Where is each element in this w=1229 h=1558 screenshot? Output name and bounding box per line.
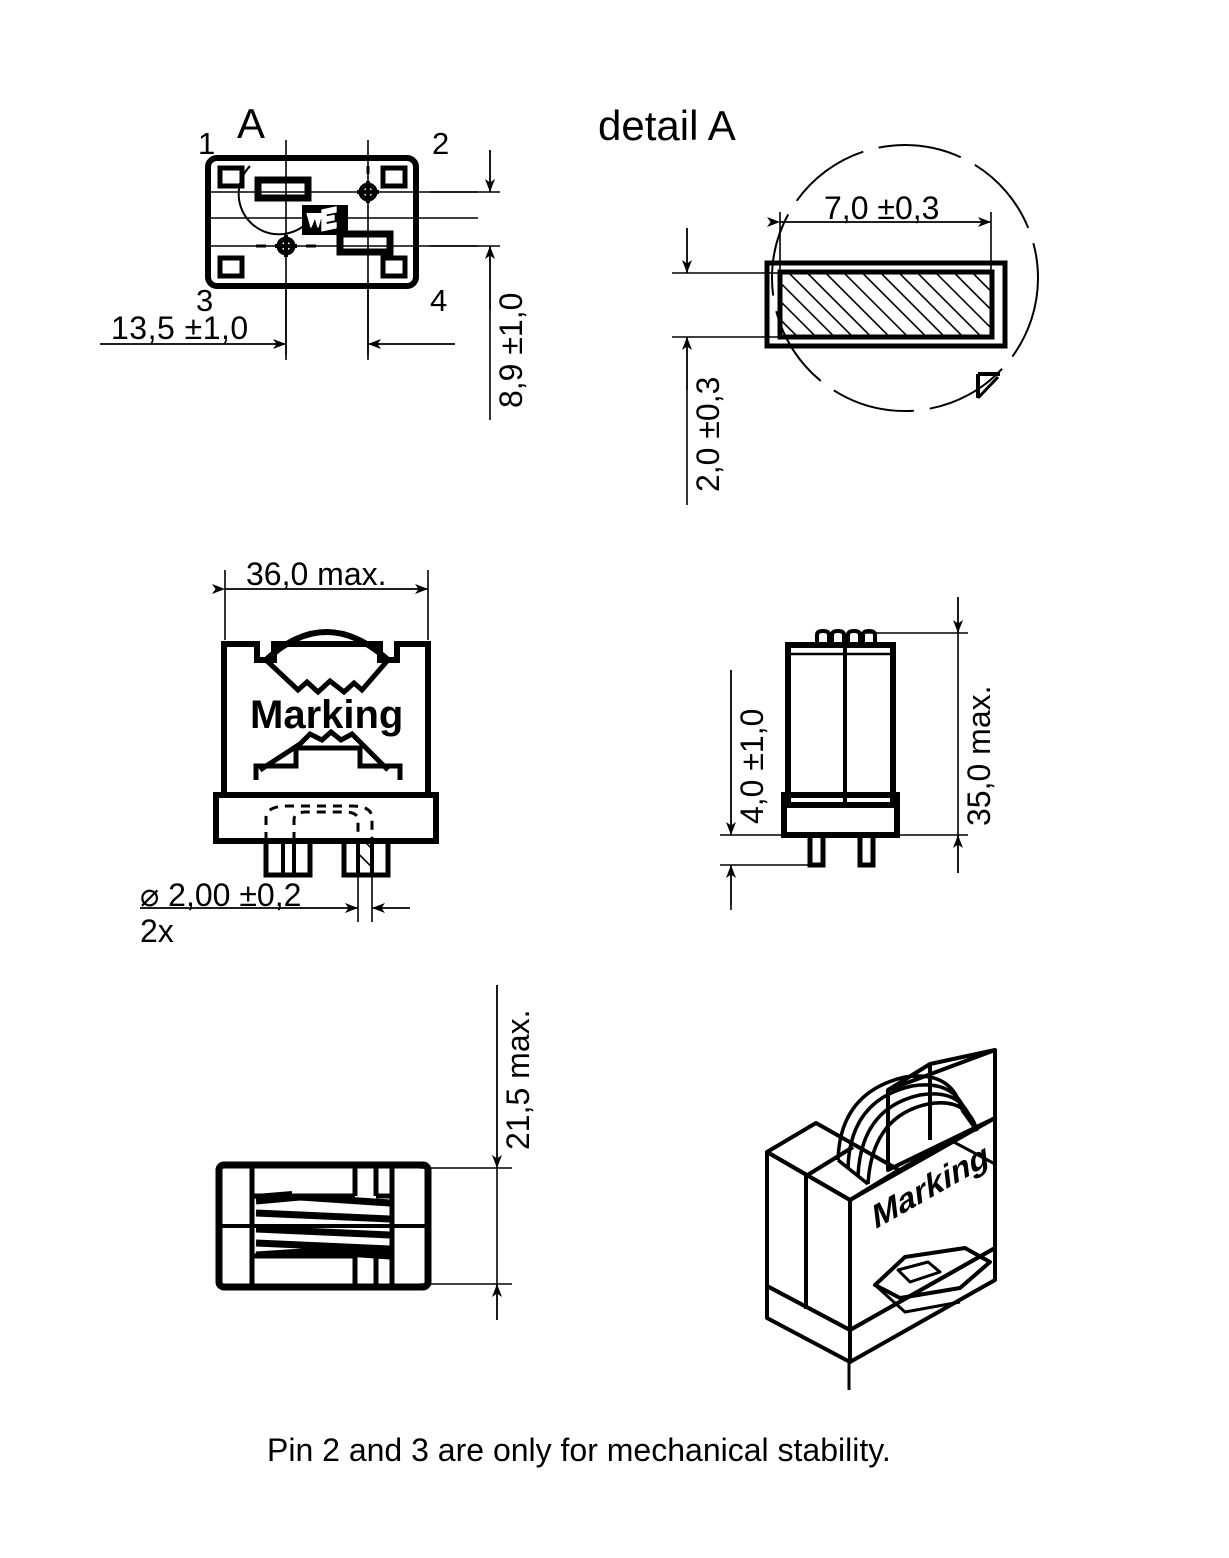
detail-a-callout-circle bbox=[237, 165, 309, 236]
iso-coil-end-left bbox=[836, 1158, 870, 1186]
top-view-pad-upper bbox=[254, 176, 312, 202]
dim-pin-qty-text: 2x bbox=[140, 913, 174, 949]
front-view-coil-profile-bottom bbox=[258, 728, 390, 773]
dim-36-0-text: 36,0 max. bbox=[246, 556, 387, 592]
dim-pin-diameter bbox=[140, 875, 410, 922]
we-logo bbox=[302, 205, 348, 235]
top-view-label-a: A bbox=[237, 100, 266, 147]
iso-left-face bbox=[765, 1150, 852, 1332]
top-view-pin-3-marker bbox=[275, 235, 297, 257]
front-view-coil-arc-top bbox=[263, 629, 391, 663]
dim-21-5 bbox=[420, 985, 512, 1320]
side-view-base bbox=[781, 792, 900, 838]
dim-36-0 bbox=[212, 570, 429, 640]
dim-8-9 bbox=[430, 150, 500, 420]
edge-symbol bbox=[976, 372, 1000, 400]
iso-base-front bbox=[848, 1246, 997, 1364]
front-view-pin-right-hatch bbox=[358, 841, 372, 875]
iso-left-rib-top bbox=[804, 1145, 855, 1178]
dim-13-5 bbox=[100, 290, 455, 355]
top-view-pin-4: 4 bbox=[430, 283, 448, 318]
iso-terminal-tab bbox=[873, 1246, 992, 1300]
bottom-view-outline bbox=[215, 1161, 432, 1291]
iso-terminal-tab-edge bbox=[873, 1283, 961, 1314]
iso-coil-windings bbox=[836, 1074, 979, 1185]
dim-35-0-text: 35,0 max. bbox=[961, 685, 997, 826]
front-view-pin-inner-lines bbox=[281, 841, 296, 875]
top-view-pin-3: 3 bbox=[196, 283, 214, 318]
front-view-marking-text: Marking bbox=[250, 693, 404, 737]
bottom-view bbox=[215, 985, 512, 1320]
detail-a-label: detail A bbox=[598, 102, 736, 149]
dim-13-5-text: 13,5 ±1,0 bbox=[111, 310, 249, 346]
dim-8-9-text: 8,9 ±1,0 bbox=[493, 292, 529, 408]
dim-pin-diameter-text: ⌀ 2,00 ±0,2 bbox=[140, 877, 302, 913]
iso-base-left bbox=[765, 1284, 852, 1364]
side-view-pin-right bbox=[857, 832, 876, 868]
bottom-view-winding-tips bbox=[255, 1191, 391, 1256]
dim-4-0-text: 4,0 ±1,0 bbox=[734, 708, 770, 824]
detail-a-view bbox=[672, 144, 1039, 505]
dim-7-0-text: 7,0 ±0,3 bbox=[824, 190, 940, 226]
top-view bbox=[100, 140, 500, 420]
dim-21-5-text: 21,5 max. bbox=[500, 1009, 536, 1150]
detail-a-pad-hatched bbox=[777, 269, 995, 340]
front-view-clip bbox=[253, 745, 403, 780]
top-view-pad-lower bbox=[336, 230, 394, 256]
detail-a-pad-outline bbox=[764, 260, 1008, 349]
bottom-view-windings bbox=[255, 1193, 391, 1260]
top-view-pin-2: 2 bbox=[432, 126, 450, 161]
footnote: Pin 2 and 3 are only for mechanical stab… bbox=[267, 1432, 891, 1468]
front-view-coil-profile-top bbox=[264, 658, 390, 696]
front-view-hidden-holes bbox=[264, 804, 374, 841]
bottom-view-bars-bottom bbox=[252, 1253, 392, 1284]
top-view-pin-1: 1 bbox=[198, 126, 216, 161]
dim-35-0 bbox=[866, 597, 968, 873]
dim-2-0-text: 2,0 ±0,3 bbox=[690, 376, 726, 492]
iso-coil-end-right bbox=[960, 1108, 979, 1133]
front-view-base bbox=[213, 792, 439, 844]
isometric-view bbox=[765, 1048, 997, 1390]
front-view bbox=[140, 570, 439, 922]
detail-a-circle bbox=[771, 144, 1039, 412]
top-view-corner-pads bbox=[217, 165, 408, 279]
iso-right-post bbox=[886, 1048, 997, 1172]
dim-2-0 bbox=[672, 228, 790, 505]
iso-terminal-tab-inner bbox=[896, 1260, 942, 1284]
side-view-pin-left bbox=[807, 832, 826, 868]
iso-top-notch bbox=[898, 1138, 996, 1172]
bottom-view-bars-top bbox=[252, 1168, 392, 1199]
top-view-pin-2-marker bbox=[357, 181, 379, 203]
dim-7-0 bbox=[767, 212, 992, 278]
dim-4-0 bbox=[720, 670, 820, 910]
side-view-body bbox=[785, 642, 896, 808]
front-view-pin-left bbox=[263, 838, 313, 878]
top-view-body-outline bbox=[205, 155, 419, 289]
side-view bbox=[720, 597, 968, 910]
